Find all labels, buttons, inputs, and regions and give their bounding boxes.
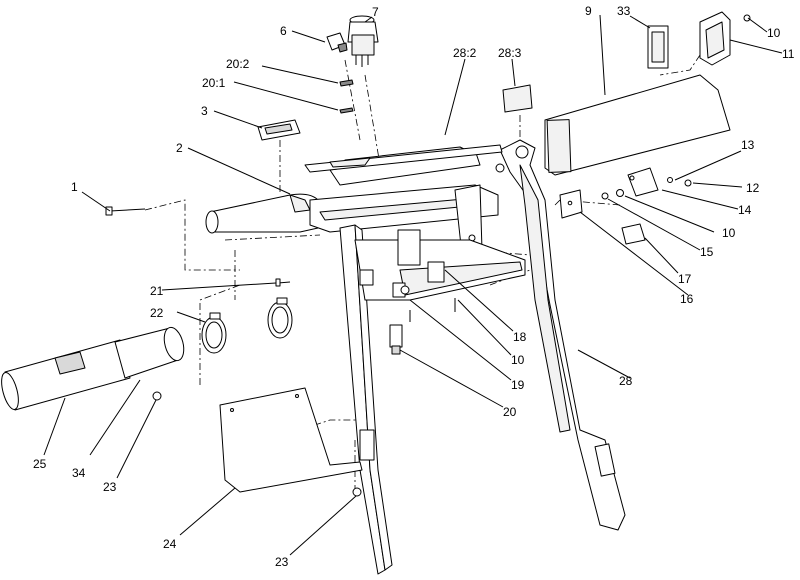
callout-13: 13: [741, 138, 755, 152]
callout-23-left: 23: [103, 480, 117, 494]
hose-clamp-2: [267, 297, 293, 339]
leader-lines: [43, 14, 783, 556]
screw: [275, 278, 291, 287]
callout-33: 33: [617, 4, 631, 18]
hose-clamp: [201, 312, 227, 354]
switch-washers: [339, 79, 354, 114]
connector: [326, 32, 348, 53]
right-upright: [495, 139, 626, 531]
callout-15: 15: [700, 245, 714, 259]
washer-13: [667, 177, 673, 183]
callout-28-2: 28:2: [453, 46, 477, 60]
callout-10-right: 10: [722, 226, 736, 240]
callout-34: 34: [72, 466, 86, 480]
callout-6: 6: [280, 24, 287, 38]
relay-block: [257, 119, 301, 141]
callout-labels: 1 2 3 6 7 9 33 10 11 20:2 20:1 28:2 28:3…: [33, 4, 795, 569]
decal: [647, 25, 669, 69]
washer-10: [616, 189, 624, 197]
washer-15: [601, 192, 609, 200]
callout-10-top: 10: [767, 26, 781, 40]
callout-21: 21: [150, 284, 164, 298]
callout-10-mid: 10: [511, 353, 525, 367]
switch: [389, 324, 403, 355]
ignition-switch: [347, 15, 379, 67]
callout-24: 24: [163, 537, 177, 551]
grip: [1, 339, 131, 411]
nut: [152, 391, 162, 401]
callout-11: 11: [782, 47, 795, 61]
callout-9: 9: [585, 4, 592, 18]
callout-22: 22: [150, 306, 164, 320]
shroud-panel: [544, 74, 731, 176]
callout-25: 25: [33, 457, 47, 471]
washer-12: [684, 179, 692, 187]
callout-20-2: 20:2: [226, 57, 250, 71]
handle-tube: [205, 193, 324, 234]
callout-12: 12: [746, 181, 760, 195]
callout-3: 3: [201, 104, 208, 118]
right-bracket: [699, 11, 751, 66]
sleeve: [114, 326, 185, 379]
callout-17: 17: [678, 272, 692, 286]
callout-18: 18: [513, 330, 527, 344]
callout-28: 28: [619, 374, 633, 388]
switch-bracket: [559, 189, 583, 219]
seat-panel: [304, 144, 503, 173]
callout-23-bottom: 23: [275, 555, 289, 569]
main-frame: [309, 146, 526, 575]
interlock-switch: [627, 167, 659, 197]
callout-7: 7: [372, 5, 379, 19]
callout-1: 1: [71, 180, 78, 194]
callout-20-1: 20:1: [202, 76, 226, 90]
cover-plate: [219, 387, 363, 493]
callout-14: 14: [738, 203, 752, 217]
module: [621, 223, 646, 245]
nut-2: [352, 487, 362, 497]
callout-20: 20: [503, 405, 517, 419]
callout-19: 19: [511, 378, 525, 392]
callout-2: 2: [176, 141, 183, 155]
bolt: [105, 206, 146, 216]
callout-28-3: 28:3: [498, 46, 522, 60]
rubber-pad: [502, 84, 533, 113]
callout-16: 16: [680, 292, 694, 306]
